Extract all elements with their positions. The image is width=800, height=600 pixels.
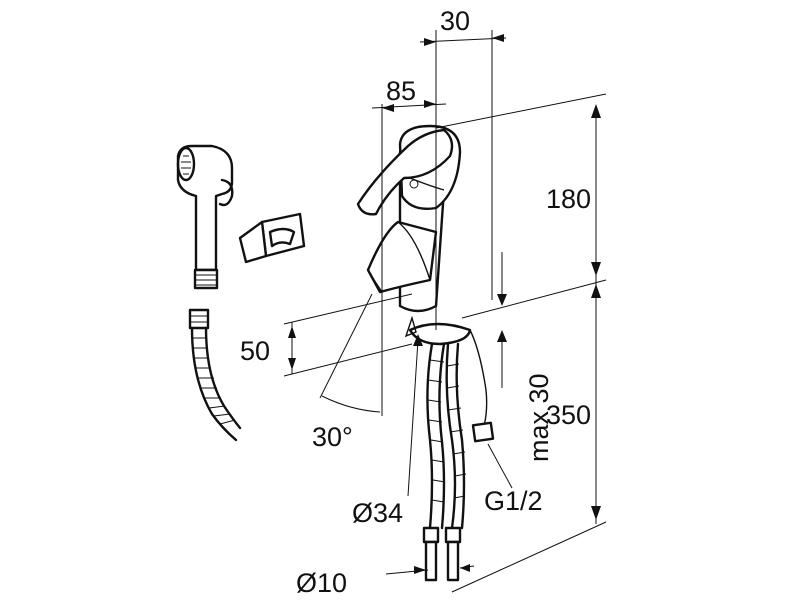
dim-hole-diameter: Ø34 bbox=[352, 498, 403, 528]
hand-shower bbox=[176, 144, 234, 290]
shower-holder bbox=[238, 212, 306, 264]
dimension-labels: 30 85 180 50 350 max 30 30° Ø34 G1/2 Ø10 bbox=[240, 6, 591, 598]
dim-350: 350 bbox=[546, 400, 591, 430]
dim-hose-diameter: Ø10 bbox=[296, 568, 347, 598]
dim-30-top: 30 bbox=[440, 6, 470, 36]
arrow-180-top bbox=[591, 104, 601, 118]
dim-30-degrees: 30° bbox=[312, 422, 353, 452]
supply-hoses bbox=[422, 329, 495, 582]
dim-180: 180 bbox=[546, 184, 591, 214]
shower-hose bbox=[188, 308, 242, 442]
faucet-body bbox=[356, 124, 472, 346]
dim-85: 85 bbox=[386, 76, 416, 106]
dim-50: 50 bbox=[240, 336, 270, 366]
dim-thread: G1/2 bbox=[484, 486, 543, 516]
dimension-lines bbox=[283, 30, 607, 593]
dim-max-30: max 30 bbox=[524, 373, 554, 462]
